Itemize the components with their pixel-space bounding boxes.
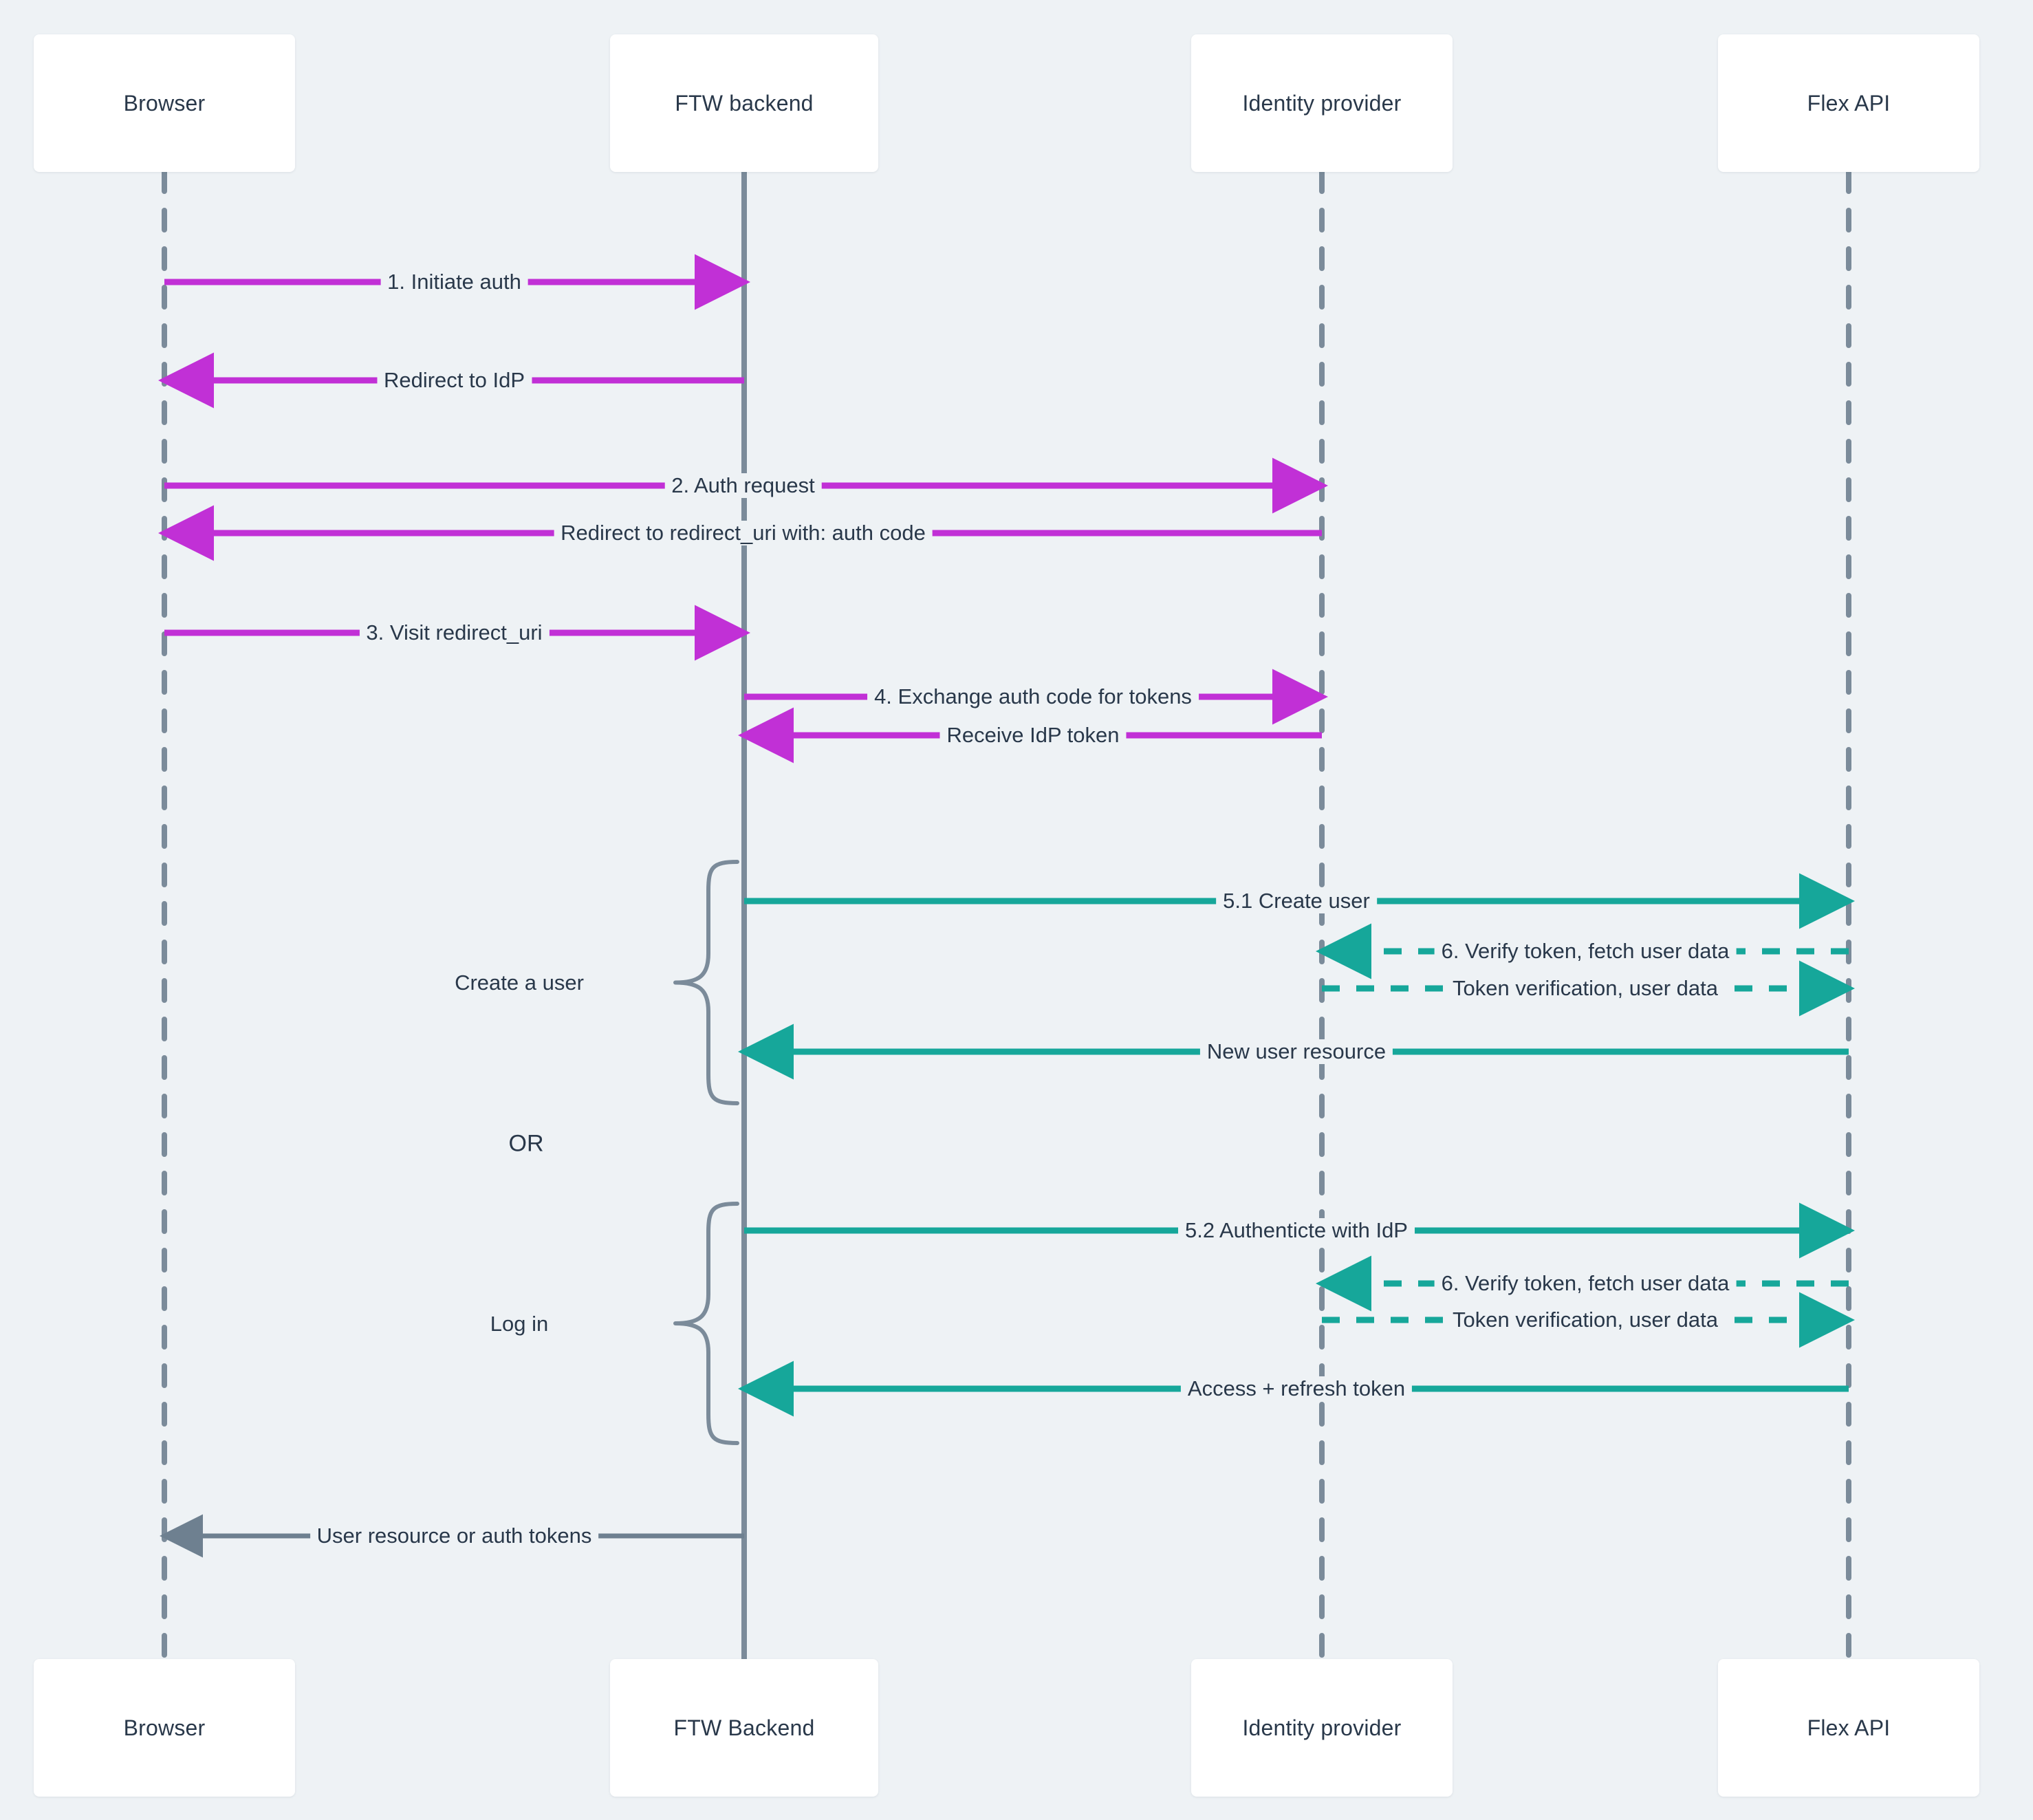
actor-box-top-browser[interactable]: Browser (34, 34, 295, 172)
actor-box-bottom-flex-api[interactable]: Flex API (1718, 1659, 1979, 1797)
message-label-m1: 1. Initiate auth (380, 270, 528, 294)
message-label-m13: 6. Verify token, fetch user data (1434, 1271, 1737, 1296)
actor-box-bottom-browser[interactable]: Browser (34, 1659, 295, 1797)
group-label-g1: Create a user (455, 971, 584, 995)
actor-box-bottom-identity-provider[interactable]: Identity provider (1191, 1659, 1453, 1797)
actor-label: FTW backend (675, 90, 814, 116)
group-brace-g2 (673, 1202, 739, 1445)
actor-label: FTW Backend (673, 1715, 815, 1740)
actor-box-top-flex-api[interactable]: Flex API (1718, 34, 1979, 172)
message-label-m15: Access + refresh token (1180, 1376, 1413, 1401)
message-arrows (158, 254, 1855, 1558)
message-label-m2: Redirect to IdP (376, 368, 532, 393)
message-label-m5: 3. Visit redirect_uri (359, 620, 550, 645)
or-divider-label: OR (508, 1130, 544, 1157)
message-label-m7: Receive IdP token (939, 723, 1127, 748)
message-label-m4: Redirect to redirect_uri with: auth code (554, 521, 933, 545)
message-label-m10: Token verification, user data (1446, 976, 1725, 1001)
group-brace-g1 (673, 860, 739, 1105)
message-label-m12: 5.2 Authenticte with IdP (1178, 1218, 1415, 1243)
actor-label: Browser (123, 1715, 206, 1740)
message-label-m8: 5.1 Create user (1216, 889, 1377, 913)
actor-label: Identity provider (1242, 90, 1402, 116)
message-label-m14: Token verification, user data (1446, 1308, 1725, 1332)
lifelines-group (162, 169, 1851, 1662)
actor-label: Flex API (1807, 90, 1891, 116)
message-label-m3: 2. Auth request (664, 473, 822, 498)
actor-label: Flex API (1807, 1715, 1891, 1740)
group-braces (673, 860, 739, 1445)
group-label-g2: Log in (490, 1312, 549, 1336)
actor-label: Identity provider (1242, 1715, 1402, 1740)
actor-box-top-identity-provider[interactable]: Identity provider (1191, 34, 1453, 172)
actor-box-top-ftw-backend[interactable]: FTW backend (610, 34, 878, 172)
actor-label: Browser (123, 90, 206, 116)
actor-box-bottom-ftw-backend[interactable]: FTW Backend (610, 1659, 878, 1797)
message-label-m11: New user resource (1199, 1039, 1393, 1064)
message-label-m9: 6. Verify token, fetch user data (1434, 939, 1737, 964)
message-label-m6: 4. Exchange auth code for tokens (867, 684, 1199, 709)
message-label-m16: User resource or auth tokens (309, 1524, 599, 1548)
